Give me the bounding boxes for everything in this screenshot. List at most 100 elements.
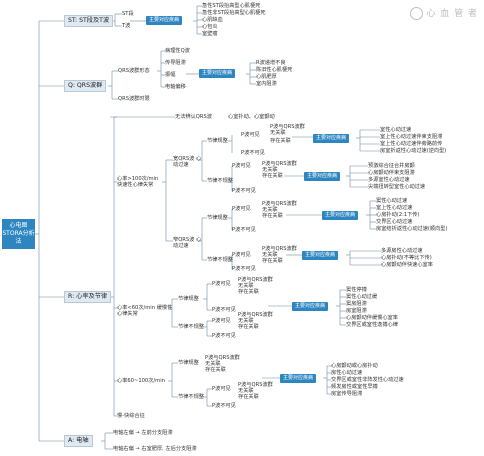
a-left-axis: 电轴左偏 → 左前分支阻滞: [113, 430, 173, 436]
r-d-wide-reg-2: 室上性心动过速伴旁路前传: [380, 141, 443, 147]
r-slow: 心率<60次/min 缓慢性心律失常: [117, 305, 173, 317]
logo-icon: [410, 7, 424, 20]
st-disease-badge: 主要对应疾病: [146, 16, 183, 25]
r-d-normal-3: 频发房性或室性早搏: [331, 384, 378, 390]
a-right-axis: 电轴右偏 → 右室肥厚, 左后分支阻滞: [113, 446, 197, 452]
r-normal-irr-pvis: P波可见: [212, 386, 231, 392]
r-slow-regular: 节律规整: [178, 296, 199, 302]
root-subtitle: STORA分析法: [2, 230, 35, 245]
r-wide-reg-prel: P波与QRS波群: [270, 124, 305, 130]
r-d-narrow-irr-1: 心房扑动(不等比下传): [381, 255, 432, 261]
r-normal-reg-exist: 存在关联: [205, 367, 226, 373]
r-normal-irr-norel: 无关联: [238, 388, 254, 394]
r-narrow-reg-norel: 无关联: [262, 207, 278, 213]
r-wide-reg-badge: 主要对应疾病: [313, 134, 350, 143]
r-d-wide-reg-1: 室上性心动过速伴束支阻滞: [380, 134, 443, 140]
r-d-narrow-irr-2: 心房颤动伴快速心室率: [381, 262, 433, 268]
root-title: 心电图: [9, 222, 28, 229]
r-wide-irr-exist: 存在关联: [262, 173, 283, 179]
r-slow-reg-norel: 无关联: [238, 283, 254, 289]
r-slow-reg-prel: P波与QRS波群: [238, 277, 273, 283]
r-narrow-irr-badge: 主要对应疾病: [302, 251, 339, 260]
r-d-normal-0: 心房颤动或心房扑动: [331, 363, 378, 369]
r-normal: 心率60~100次/min: [117, 378, 165, 384]
r-d-slow-2: 窦房阻滞: [346, 301, 367, 307]
section-r: R: 心率及节律: [64, 291, 112, 303]
section-a: A: 电轴: [64, 435, 93, 447]
r-wide-irr-pvis: P波可见: [232, 163, 251, 169]
r-normal-irr-pinv: P波不可见: [212, 403, 236, 409]
r-wide-irr-pinv: P波不可见: [232, 188, 256, 194]
q-item-1: 传导阻滞: [165, 60, 186, 66]
r-narrow-irr-prel: P波与QRS波群: [262, 246, 297, 252]
r-narrow-reg-pinv: P波不可见: [232, 227, 256, 233]
r-wide-irregular: 节律不规整: [207, 178, 233, 184]
q-disease-0: R波递增不良: [256, 60, 286, 66]
r-wide-regular: 节律规整: [207, 138, 228, 144]
section-q: Q: QRS波群: [64, 80, 107, 92]
r-normal-irregular: 节律不规整: [178, 394, 204, 400]
q-item-2: 振幅: [165, 72, 176, 78]
r-d-narrow-reg-3: 交界区心动过速: [376, 219, 413, 225]
r-d-wide-irr-3: 尖端扭转型室性心动过速: [368, 184, 426, 190]
r-narrow-irregular: 节律不规整: [207, 257, 233, 263]
r-slow-badge: 主要对应疾病: [292, 302, 329, 311]
r-wide-reg-exist: 存在关联: [270, 138, 291, 144]
r-normal-irr-prel: P波与QRS波群: [238, 382, 273, 388]
r-narrow-irr-pvis: P波可见: [232, 252, 251, 258]
r-d-narrow-reg-0: 窦性心动过速: [376, 198, 408, 204]
r-wide-irr-norel: 无关联: [262, 167, 278, 173]
r-normal-badge: 主要对应疾病: [280, 374, 317, 383]
r-wide: 宽QRS波 心动过速: [173, 156, 202, 168]
r-d-normal-2: 交界区或室性非阵发性心动过速: [331, 377, 404, 383]
q-disease-2: 心肌肥厚: [256, 74, 277, 80]
st-disease-3: 心包炎: [202, 24, 218, 30]
r-slow-irr-norel: 无关联: [238, 318, 254, 324]
r-narrow-irr-norel: 无关联: [262, 252, 278, 258]
r-d-slow-0: 窦性停搏: [346, 287, 367, 293]
r-d-wide-reg-3: 房室折返性心动过速(逆向型): [380, 148, 447, 154]
r-slow-irr-exist: 存在关联: [238, 324, 259, 330]
root-node: 心电图 STORA分析法: [2, 219, 35, 249]
r-d-normal-1: 房性心动过速: [331, 370, 363, 376]
r-normal-irr-exist: 存在关联: [238, 394, 259, 400]
r-d-wide-irr-1: 心房颤动伴束支阻滞: [368, 170, 415, 176]
q-item-0: 病理性Q波: [165, 48, 190, 54]
r-slow-irr-pinv: P波不可见: [212, 333, 236, 339]
r-slow-irregular: 节律不规整: [178, 324, 204, 330]
st-disease-0: 急性ST段抬高型心肌梗死: [202, 3, 261, 9]
q-duration: QRS波群时限: [118, 96, 150, 102]
r-d-slow-3: 房室阻滞: [346, 308, 367, 314]
r-d-narrow-reg-4: 房室结折返性心动过速(顺向型): [376, 226, 448, 232]
st-branch-t: T波: [122, 23, 131, 29]
r-normal-reg-prel: P波与QRS波群: [205, 355, 240, 361]
st-disease-2: 心肌缺血: [202, 17, 223, 23]
r-d-wide-reg-0: 室性心动过速: [380, 127, 412, 133]
r-slow-reg-pinv: P波不可见: [212, 307, 236, 313]
r-slow-irr-prel: P波与QRS波群: [238, 312, 273, 318]
r-narrow: 窄QRS波 心动过速: [173, 237, 202, 249]
r-pause: 慢-快综合征: [117, 413, 145, 419]
r-narrow-regular: 节律规整: [207, 215, 228, 221]
section-st: ST: ST段及T波: [64, 15, 114, 27]
r-narrow-reg-badge: 主要对应疾病: [322, 211, 359, 220]
r-no-qrs: 无法辨认QRS波: [175, 114, 212, 120]
r-wide-reg-pvis: P波可见: [241, 132, 260, 138]
q-item-3: 电轴偏移: [165, 84, 186, 90]
q-disease-3: 室内阻滞: [256, 81, 277, 87]
st-disease-4: 室壁瘤: [202, 31, 218, 37]
r-slow-reg-pvis: P波可见: [212, 281, 231, 287]
q-morphology: QRS波群形态: [118, 68, 150, 74]
q-disease-badge: 主要对应疾病: [199, 69, 236, 78]
st-disease-1: 急性非ST段抬高型心肌梗死: [202, 10, 266, 16]
r-d-narrow-irr-0: 多源房性心动过速: [381, 248, 423, 254]
r-d-wide-irr-2: 多源室性心动过速: [368, 177, 410, 183]
r-normal-reg-norel: 无关联: [205, 361, 221, 367]
r-d-wide-irr-0: 预激综合征合并房颤: [368, 163, 415, 169]
r-narrow-reg-pvis: P波可见: [232, 206, 251, 212]
watermark: 心 血 管 者: [410, 6, 478, 20]
r-narrow-reg-prel: P波与QRS波群: [262, 201, 297, 207]
r-d-slow-1: 窦性心动过缓: [346, 294, 378, 300]
r-normal-regular: 节律规整: [178, 360, 199, 366]
r-narrow-irr-pinv: P波不可见: [232, 266, 256, 272]
